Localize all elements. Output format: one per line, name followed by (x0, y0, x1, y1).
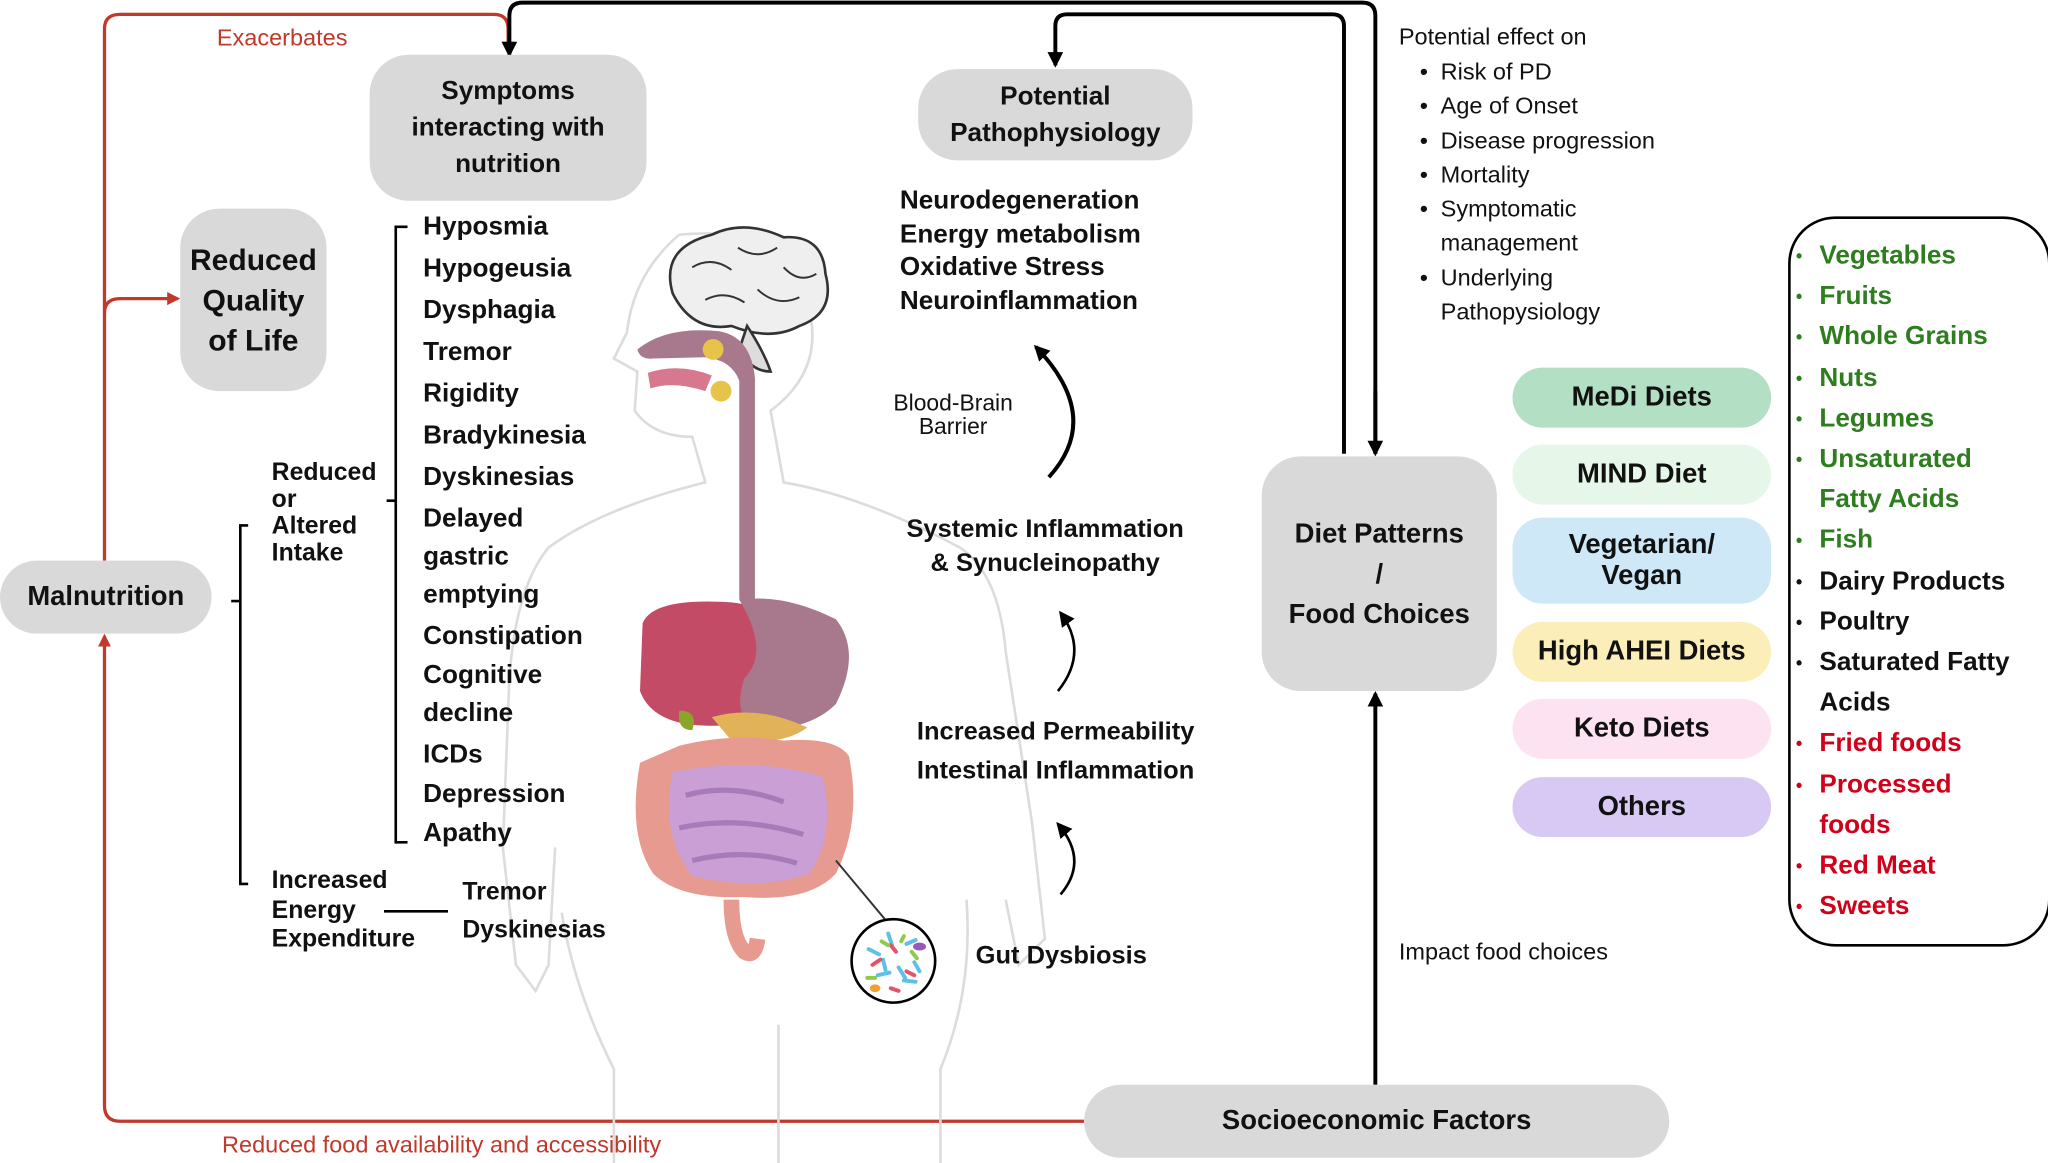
symptom-item: Delayed gastric emptying (423, 504, 540, 609)
symptoms-bracket (386, 225, 408, 844)
diet-pill-vegetarian: Vegetarian/ Vegan (1512, 517, 1772, 604)
diet-pill-keto: Keto Diets (1512, 698, 1772, 759)
intake-bracket (231, 524, 249, 886)
pathophysiology-list: Neurodegeneration Energy metabolism Oxid… (900, 185, 1141, 318)
food-item: Nuts (1791, 358, 2010, 399)
effect-item: Symptomatic management (1399, 192, 1655, 261)
food-item: Saturated Fatty Acids (1791, 643, 2010, 724)
symptom-item: Bradykinesia (423, 421, 586, 450)
symptom-item: Constipation (423, 621, 583, 651)
pathophysiology-item: Oxidative Stress (899, 252, 1105, 282)
effect-item: Underlying Pathopysiology (1399, 260, 1655, 329)
diet-patterns-label: Diet Patterns / Food Choices (1288, 518, 1470, 630)
food-item: Dairy Products (1791, 561, 2010, 602)
diet-pill-ahei: High AHEI Diets (1512, 621, 1772, 682)
energy-expenditure-label: Increased Energy Expenditure (271, 867, 416, 954)
energy-item: Tremor (462, 878, 547, 907)
food-item: Poultry (1791, 602, 2010, 643)
food-item: Fish (1791, 521, 2010, 562)
reduced-food-arrow (97, 633, 1085, 1123)
gut-dysbiosis-label: Gut Dysbiosis (975, 941, 1147, 971)
energy-item: Dyskinesias (462, 916, 606, 944)
food-item: Vegetables (1791, 236, 2010, 277)
effect-item: Mortality (1399, 158, 1655, 193)
food-item: Fruits (1791, 277, 2010, 318)
symptom-item: Tremor (423, 337, 512, 367)
systemic-curve-arrow (1056, 610, 1076, 692)
food-item: Red Meat (1791, 846, 2010, 887)
symptom-item: Apathy (423, 818, 512, 848)
pathophysiology-item: Neuroinflammation (899, 286, 1138, 315)
food-item: Processed foods (1791, 765, 2010, 846)
food-list: Vegetables Fruits Whole Grains Nuts Legu… (1791, 236, 2010, 928)
exacerbates-label: Exacerbates (216, 24, 348, 51)
quality-of-life-label: Reduced Quality of Life (189, 241, 317, 357)
food-item: Unsaturated Fatty Acids (1791, 439, 2010, 520)
food-item: Fried foods (1791, 724, 2010, 765)
socioeconomic-label: Socioeconomic Factors (1221, 1105, 1532, 1136)
permeability-curve-arrow (1056, 822, 1076, 896)
symptom-item: ICDs (423, 740, 483, 770)
symptoms-box: Symptoms interacting with nutrition (369, 54, 647, 201)
food-item: Legumes (1791, 399, 2010, 440)
food-item: Sweets (1791, 887, 2010, 928)
socioeconomic-box: Socioeconomic Factors (1084, 1084, 1670, 1158)
diet-pill-others: Others (1512, 777, 1772, 838)
diet-pill-label: Keto Diets (1573, 713, 1710, 744)
symptom-item: Depression (423, 779, 566, 809)
diet-patterns-box: Diet Patterns / Food Choices (1261, 456, 1497, 692)
symptom-item: Cognitive decline (423, 661, 543, 728)
permeability-label: Increased Permeability Intestinal Inflam… (916, 717, 1195, 785)
effect-item: Disease progression (1399, 123, 1655, 158)
diet-pill-mind: MIND Diet (1512, 444, 1772, 505)
pathophysiology-item: Neurodegeneration (899, 186, 1140, 216)
effect-item: Age of Onset (1399, 89, 1655, 124)
microbiome-magnifier-icon (850, 917, 937, 1004)
energy-items: Tremor Dyskinesias (462, 874, 605, 950)
exacerbates-arrow (102, 12, 515, 561)
diet-pill-label: High AHEI Diets (1537, 636, 1746, 667)
food-item: Whole Grains (1791, 317, 2010, 358)
effect-item: Risk of PD (1399, 55, 1655, 90)
bbb-label: Blood-Brain Barrier (893, 389, 1013, 440)
effects-title: Potential effect on (1398, 23, 1587, 50)
reduced-food-label: Reduced food availability and accessibil… (222, 1131, 662, 1158)
diet-pill-label: MIND Diet (1577, 458, 1707, 489)
pathophysiology-box: Potential Pathophysiology (918, 69, 1193, 161)
symptom-item: Hyposmia (423, 212, 549, 242)
diet-pill-label: MeDi Diets (1571, 382, 1712, 413)
digestive-tract (635, 330, 854, 962)
symptom-item: Dysphagia (423, 295, 556, 325)
effects-list: Risk of PD Age of Onset Disease progress… (1399, 55, 1655, 329)
diet-to-symptoms-arrow (501, 0, 1378, 454)
impact-food-label: Impact food choices (1398, 938, 1608, 965)
diet-to-pathophysiology-arrow (1047, 12, 1346, 454)
pathophysiology-box-label: Potential Pathophysiology (950, 82, 1161, 148)
brain-illustration (668, 226, 830, 373)
quality-of-life-box: Reduced Quality of Life (180, 208, 327, 392)
pathophysiology-item: Energy metabolism (899, 219, 1141, 249)
diet-pill-label: Others (1597, 791, 1686, 822)
malnutrition-box: Malnutrition (0, 560, 212, 634)
bbb-curve-arrow (1033, 344, 1076, 479)
systemic-inflammation-label: Systemic Inflammation & Synucleinopathy (906, 515, 1184, 578)
symptom-item: Dyskinesias (423, 462, 575, 492)
reduced-intake-label: Reduced or Altered Intake (271, 458, 377, 567)
malnutrition-label: Malnutrition (27, 581, 185, 612)
quality-of-life-arrow (102, 292, 181, 314)
symptom-list: Hyposmia Hypogeusia Dysphagia Tremor Rig… (423, 209, 586, 853)
symptom-item: Rigidity (423, 379, 519, 409)
symptom-item: Hypogeusia (423, 254, 572, 283)
diet-pill-medi: MeDi Diets (1512, 367, 1772, 428)
diet-pill-label: Vegetarian/ Vegan (1568, 529, 1715, 591)
symptoms-box-label: Symptoms interacting with nutrition (411, 76, 605, 179)
